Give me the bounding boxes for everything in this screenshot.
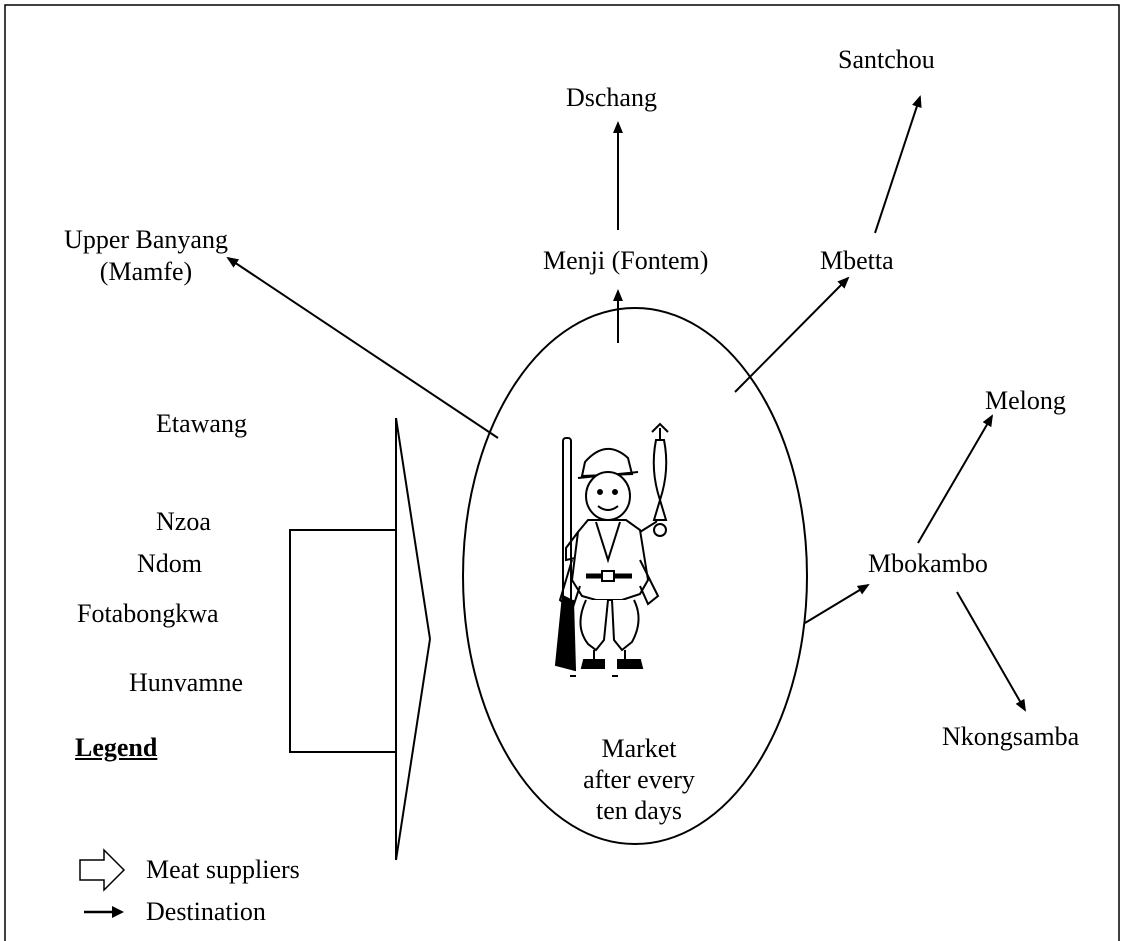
market-caption-line3: ten days — [596, 796, 682, 825]
market-ellipse — [462, 307, 808, 845]
solid-arrow-icon — [84, 906, 124, 918]
label-dschang: Dschang — [566, 83, 657, 112]
label-santchou: Santchou — [838, 45, 935, 74]
label-upper-banyang-line1: Upper Banyang — [64, 225, 228, 254]
label-upper-banyang-line2: (Mamfe) — [99, 257, 193, 286]
label-nkongsamba: Nkongsamba — [942, 722, 1080, 751]
legend-suppliers-label: Meat suppliers — [146, 855, 300, 884]
arrow-to-santchou — [874, 95, 922, 234]
arrow-to-melong — [917, 414, 994, 544]
market-caption-line1: Market — [601, 734, 677, 763]
label-mbetta: Mbetta — [820, 246, 894, 275]
hunter-with-rifle-and-game-icon — [554, 422, 669, 677]
arrow-to-mbokambo — [804, 583, 870, 624]
label-supplier-fotabongkwa: Fotabongkwa — [77, 599, 219, 628]
market-caption: Market after every ten days — [545, 733, 733, 826]
label-supplier-etawang: Etawang — [156, 409, 247, 438]
arrow-to-nkongsamba — [956, 591, 1026, 712]
label-supplier-ndom: Ndom — [137, 549, 202, 578]
supplier-bracket — [289, 529, 396, 753]
label-upper-banyang: Upper Banyang (Mamfe) — [50, 224, 242, 288]
legend-title: Legend — [75, 733, 158, 762]
arrow-to-upper-banyang — [226, 256, 499, 439]
arrow-to-mbetta — [734, 276, 850, 393]
label-supplier-nzoa: Nzoa — [156, 507, 211, 536]
label-melong: Melong — [985, 386, 1066, 415]
label-supplier-hunvamne: Hunvamne — [129, 668, 244, 697]
page-border — [4, 4, 1120, 941]
supplier-arrow-top-edge — [395, 417, 431, 640]
hollow-arrow-icon — [79, 848, 126, 892]
supplier-arrow-bottom-edge — [395, 638, 431, 861]
market-caption-line2: after every — [583, 765, 695, 794]
label-menji: Menji (Fontem) — [543, 246, 709, 275]
label-mbokambo: Mbokambo — [868, 549, 988, 578]
legend-destination-label: Destination — [146, 897, 266, 926]
